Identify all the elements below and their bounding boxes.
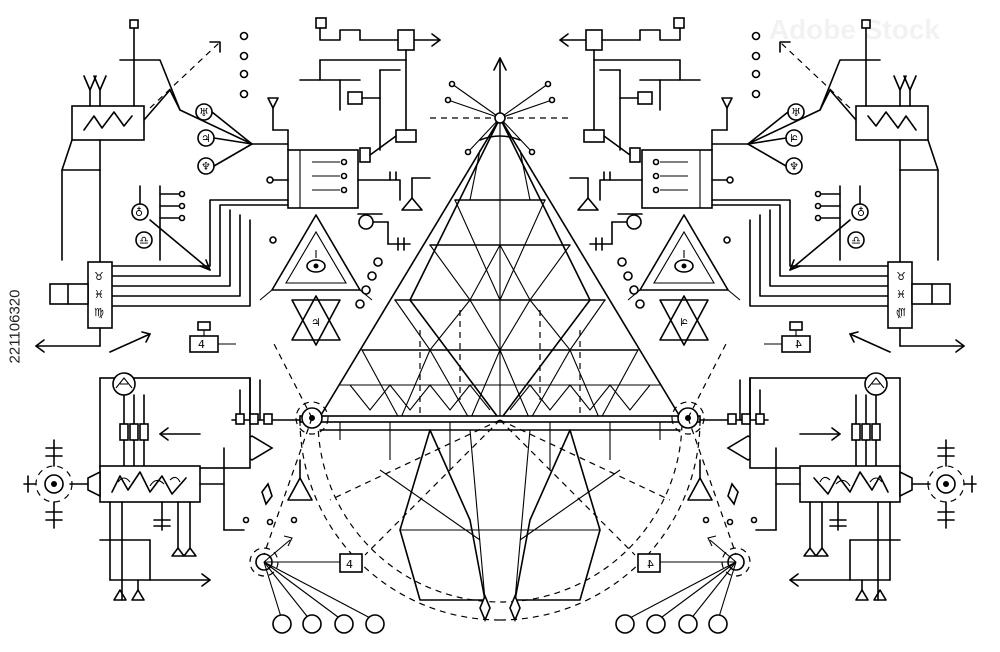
right-circuit-half <box>559 17 977 634</box>
central-pyramid <box>299 117 701 470</box>
lower-dashed-arc <box>299 419 701 623</box>
top-compass-star <box>430 57 570 156</box>
left-circuit-half <box>23 17 441 634</box>
